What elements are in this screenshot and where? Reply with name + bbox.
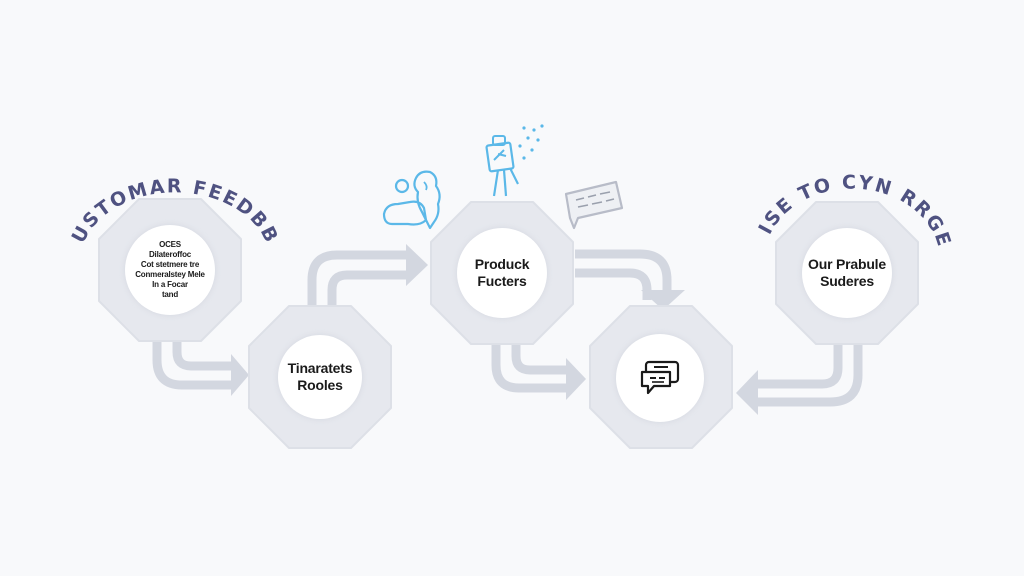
node-3-line-1: Produck <box>474 256 530 272</box>
node-customer-feedback: OCES Dilateroffoc Cot stetmere tre Conme… <box>95 195 245 345</box>
connector-2-to-3 <box>307 244 428 315</box>
node-1-line-2: Dilateroffoc <box>148 250 192 259</box>
node-3-center: Produck Fucters <box>457 228 547 318</box>
node-5-center: Our Prabule Suderes <box>802 228 892 318</box>
node-5-line-1: Our Prabule <box>808 256 886 272</box>
node-3: Produck Fucters <box>427 198 577 348</box>
chat-bubbles-icon <box>640 360 680 395</box>
node-1-line-3: Cot stetmere tre <box>140 260 200 269</box>
node-2-center: Tinaratets Rooles <box>278 335 362 419</box>
speech-bubble-icon <box>564 180 624 230</box>
node-1-line-5: In a Focar <box>152 280 188 289</box>
node-2-line-1: Tinaratets <box>287 360 353 376</box>
connector-5-to-4 <box>736 340 863 415</box>
connector-3-to-4-top <box>575 249 685 310</box>
node-2-line-2: Rooles <box>297 377 343 393</box>
node-5: Our Prabule Suderes <box>772 198 922 348</box>
node-1-line-6: tand <box>161 290 179 299</box>
node-3-line-2: Fucters <box>477 273 527 289</box>
node-4 <box>586 302 736 452</box>
node-2: Tinaratets Rooles <box>245 302 395 452</box>
easel-with-sparkles-icon <box>485 124 544 197</box>
node-1-center: OCES Dilateroffoc Cot stetmere tre Conme… <box>125 225 215 315</box>
connector-1-to-2 <box>152 330 249 396</box>
node-5-line-2: Suderes <box>820 273 874 289</box>
connector-3-to-4-bottom <box>491 340 586 400</box>
node-1-line-1: OCES <box>159 240 181 249</box>
node-4-center <box>616 334 704 422</box>
node-1-line-4: Conmeralstey Mele <box>135 270 205 279</box>
person-with-map-icon <box>382 170 441 230</box>
